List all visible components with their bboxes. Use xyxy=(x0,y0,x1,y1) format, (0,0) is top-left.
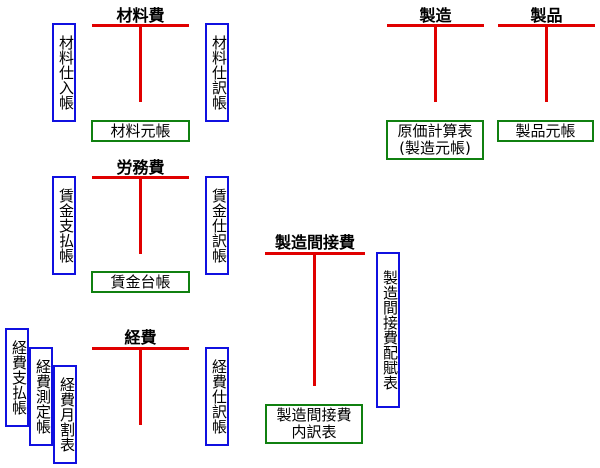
labor-account-title: 労務費 xyxy=(116,158,165,177)
materials-right-book: 材料仕訳帳 xyxy=(205,23,229,122)
materials-left-book: 材料仕入帳 xyxy=(52,23,76,122)
manufacturing-t-account-stem xyxy=(434,26,437,102)
manufacturing-account-title: 製造 xyxy=(419,6,452,25)
materials-t-account-stem xyxy=(139,26,142,102)
expenses-left-book-3: 経費月割表 xyxy=(53,365,77,464)
expenses-t-account-top xyxy=(92,347,189,350)
products-bottom-book: 製品元帳 xyxy=(497,120,594,142)
materials-t-account-top xyxy=(92,24,189,27)
manufacturing-bottom-book: 原価計算表 (製造元帳) xyxy=(386,120,484,160)
overhead-right-book: 製造間接費配賦表 xyxy=(376,252,400,408)
labor-t-account-stem xyxy=(139,178,142,254)
overhead-t-account-top xyxy=(265,252,365,255)
materials-bottom-book: 材料元帳 xyxy=(91,120,190,142)
expenses-left-book-2: 経費測定帳 xyxy=(29,347,53,446)
labor-right-book: 賃金仕訳帳 xyxy=(205,176,229,275)
overhead-t-account-stem xyxy=(313,254,316,386)
manufacturing-t-account-top xyxy=(387,24,484,27)
products-account-title: 製品 xyxy=(530,6,563,25)
products-t-account-top xyxy=(498,24,595,27)
products-t-account-stem xyxy=(545,26,548,102)
labor-t-account-top xyxy=(92,176,189,179)
expenses-t-account-stem xyxy=(139,349,142,425)
labor-bottom-book: 賃金台帳 xyxy=(91,271,190,293)
labor-left-book: 賃金支払帳 xyxy=(52,176,76,275)
expenses-account-title: 経費 xyxy=(124,328,157,347)
expenses-left-book-1: 経費支払帳 xyxy=(5,328,29,427)
expenses-right-book: 経費仕訳帳 xyxy=(205,347,229,446)
overhead-bottom-book: 製造間接費 内訳表 xyxy=(265,404,363,444)
overhead-account-title: 製造間接費 xyxy=(274,233,355,252)
materials-account-title: 材料費 xyxy=(116,6,165,25)
